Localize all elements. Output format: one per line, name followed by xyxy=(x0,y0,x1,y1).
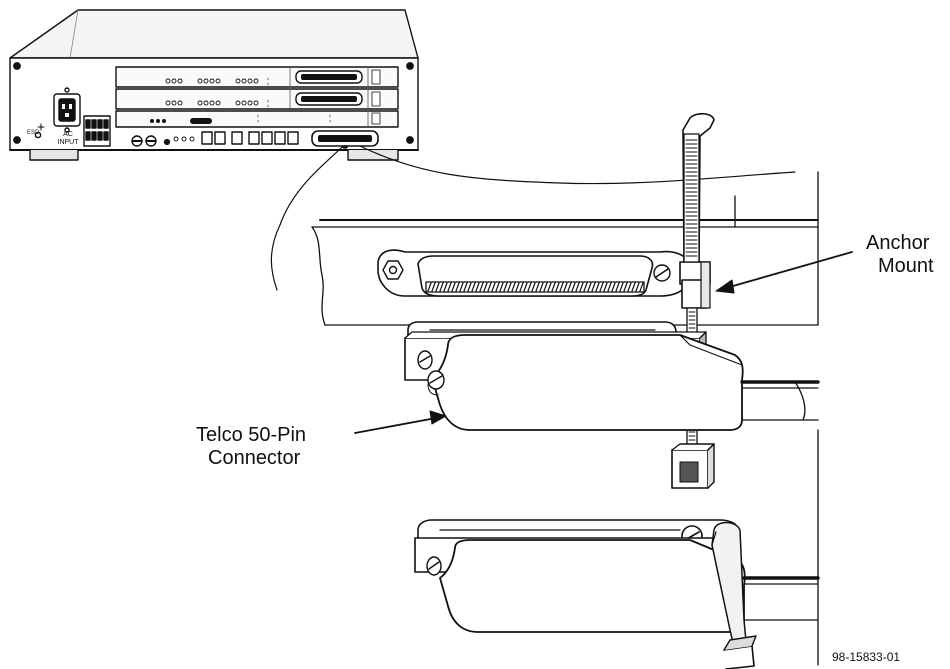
port-row xyxy=(131,130,379,147)
pin-stroke xyxy=(483,282,488,292)
telco-connector-label-line1: Telco 50-Pin xyxy=(196,424,307,446)
pin-stroke xyxy=(447,282,452,292)
input-label: INPUT xyxy=(57,139,79,146)
pin-stroke xyxy=(623,282,628,292)
pin-stroke xyxy=(527,282,532,292)
telco-connector-arrow xyxy=(354,410,447,434)
pin-stroke xyxy=(539,282,544,292)
pin-stroke xyxy=(467,282,472,292)
anchor-mount-arrow xyxy=(715,251,853,294)
pin-stroke xyxy=(611,282,616,292)
pin-stroke xyxy=(519,282,524,292)
pin-stroke xyxy=(459,282,464,292)
esd-symbol-icon xyxy=(37,123,45,131)
pin-stroke xyxy=(631,282,636,292)
pin-stroke xyxy=(523,282,528,292)
pin-stroke xyxy=(627,282,632,292)
ac-label: AC xyxy=(63,131,73,138)
anchor-mount-label-line1: Anchor xyxy=(866,232,930,254)
esd-jack xyxy=(34,131,42,139)
pin-stroke xyxy=(507,282,512,292)
pin-stroke xyxy=(495,282,500,292)
pin-stroke xyxy=(607,282,612,292)
pin-stroke xyxy=(587,282,592,292)
pin-stroke xyxy=(435,282,440,292)
pin-stroke xyxy=(499,282,504,292)
ac-inlet xyxy=(53,87,81,133)
pin-stroke xyxy=(431,282,436,292)
card-slots xyxy=(115,66,399,128)
pin-stroke xyxy=(591,282,596,292)
pin-stroke xyxy=(535,282,540,292)
telco-plug-lower xyxy=(414,519,746,633)
cable-lower xyxy=(742,576,820,621)
pin-stroke xyxy=(471,282,476,292)
telco-plug-upper xyxy=(404,321,744,431)
pin-stroke xyxy=(439,282,444,292)
pin-stroke xyxy=(443,282,448,292)
pin-stroke xyxy=(575,282,580,292)
pin-stroke xyxy=(619,282,624,292)
zoom-line-right xyxy=(359,145,796,185)
terminal-block xyxy=(83,115,111,147)
pin-stroke xyxy=(603,282,608,292)
cable-tie-lower xyxy=(711,521,757,669)
esd-label: ESD xyxy=(27,130,40,136)
pin-stroke xyxy=(547,282,552,292)
pin-stroke xyxy=(579,282,584,292)
pin-stroke xyxy=(543,282,548,292)
panel-receptacle xyxy=(377,249,693,297)
pin-stroke xyxy=(567,282,572,292)
pin-stroke xyxy=(451,282,456,292)
pin-stroke xyxy=(503,282,508,292)
pin-stroke xyxy=(455,282,460,292)
pin-stroke xyxy=(559,282,564,292)
pin-stroke xyxy=(571,282,576,292)
enlarged-panel xyxy=(311,171,819,326)
pin-stroke xyxy=(563,282,568,292)
pin-stroke xyxy=(551,282,556,292)
pin-stroke xyxy=(595,282,600,292)
pin-stroke xyxy=(475,282,480,292)
pin-stroke xyxy=(639,282,644,292)
anchor-mount xyxy=(679,261,711,309)
pin-stroke xyxy=(555,282,560,292)
pin-stroke xyxy=(491,282,496,292)
pin-stroke xyxy=(463,282,468,292)
anchor-mount-label-line2: Mount xyxy=(878,255,934,277)
pin-stroke xyxy=(615,282,620,292)
pin-stroke xyxy=(479,282,484,292)
pin-stroke xyxy=(583,282,588,292)
pin-stroke xyxy=(531,282,536,292)
zoom-line-left xyxy=(270,145,344,291)
pin-stroke xyxy=(511,282,516,292)
pin-stroke xyxy=(599,282,604,292)
pin-stroke xyxy=(427,282,432,292)
figure-code: 98-15833-01 xyxy=(832,650,901,664)
cable-upper xyxy=(740,380,820,421)
pin-stroke xyxy=(515,282,520,292)
pin-stroke xyxy=(487,282,492,292)
pin-stroke xyxy=(635,282,640,292)
telco-connector-label-line2: Connector xyxy=(208,447,301,469)
